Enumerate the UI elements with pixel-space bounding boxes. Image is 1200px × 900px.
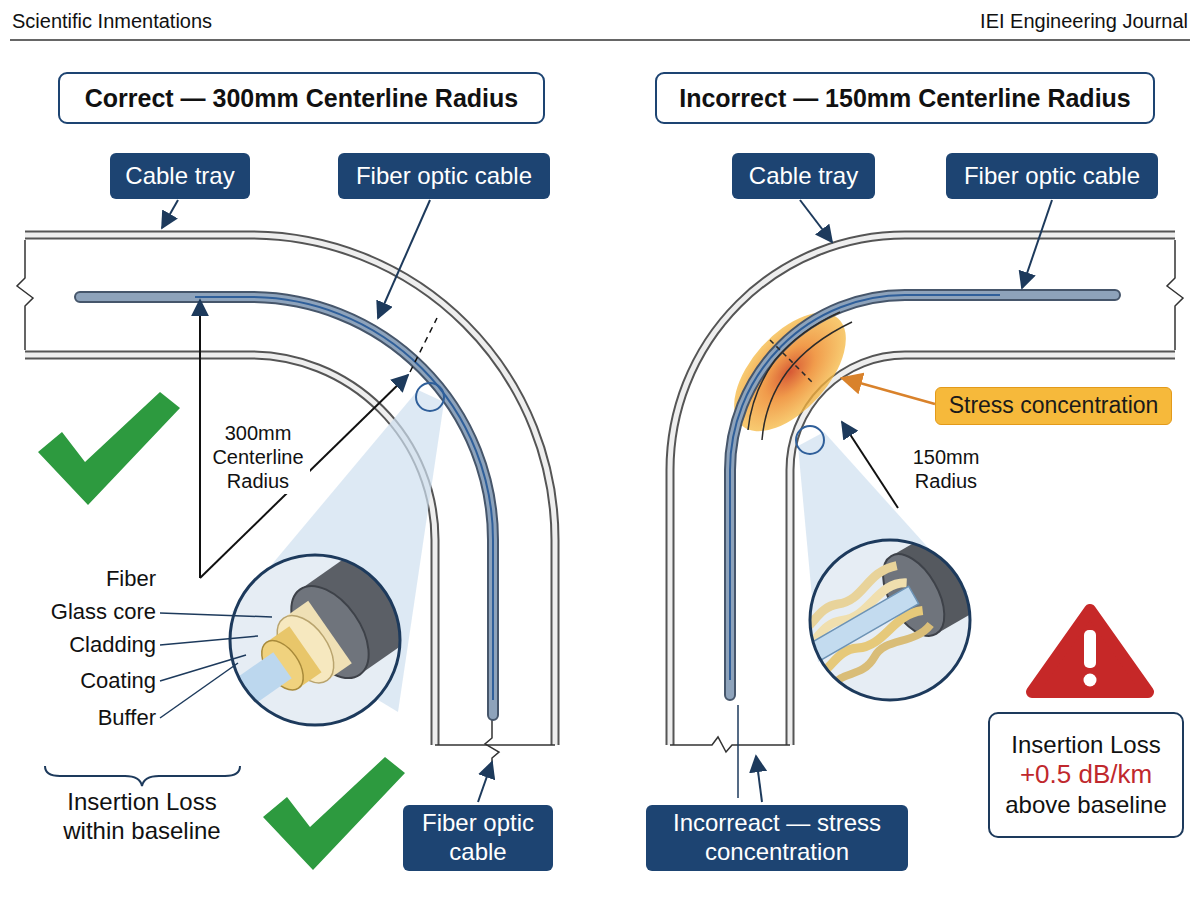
callout-box: Cable tray: [110, 153, 250, 199]
annotation-label: Fiber: [30, 566, 156, 592]
warning-tag: Stress concentration: [935, 387, 1172, 425]
node-text: above baseline: [1005, 791, 1166, 820]
node-text: Insertion Loss: [1011, 731, 1160, 760]
header-text: IEI Engineering Journal: [868, 9, 1188, 33]
annotation-label: Buffer: [30, 705, 156, 731]
check-mark: [38, 392, 180, 505]
header-rule: [10, 39, 1190, 41]
node-text: Incorrect — 150mm Centerline Radius: [679, 83, 1131, 113]
annotation-label: Glass core: [30, 599, 156, 625]
warning-symbol: [1032, 610, 1148, 692]
fiber-cable-right: [730, 295, 1115, 695]
callout-box: Cable tray: [732, 153, 875, 199]
node-text: Correct — 300mm Centerline Radius: [85, 83, 518, 113]
callout-box: Incorreact — stress concentration: [646, 805, 908, 871]
annotation-label: Coating: [30, 668, 156, 694]
annotation-label: Insertion Loss within baseline: [42, 788, 242, 846]
annotation-label: 150mm Radius: [902, 444, 990, 494]
cable-tray-right: [670, 235, 1183, 752]
title-box: Correct — 300mm Centerline Radius: [58, 72, 545, 124]
brace: [45, 766, 240, 786]
cable-tray-left: [17, 235, 555, 778]
layer-leaders: [160, 613, 272, 718]
magnifier-right: [756, 426, 1057, 712]
callout-box: Fiber optic cable: [403, 805, 553, 871]
callout-box: Fiber optic cable: [946, 153, 1158, 199]
node-text: Fiber optic cable: [356, 162, 532, 191]
magnifier-left: [203, 383, 475, 743]
node-text: Cable tray: [749, 162, 858, 191]
node-text: Cable tray: [125, 162, 234, 191]
check-mark: [263, 757, 405, 870]
annotation-label: Cladding: [30, 632, 156, 658]
leader-arrows: [162, 200, 492, 802]
callout-box: Fiber optic cable: [338, 153, 550, 199]
title-box: Incorrect — 150mm Centerline Radius: [655, 72, 1155, 124]
annotation-label: 300mm Centerline Radius: [206, 420, 310, 494]
node-text: Stress concentration: [949, 392, 1159, 420]
header-text: Scientific Inmentations: [12, 9, 332, 33]
node-text: Fiber optic cable: [415, 809, 541, 867]
node-text: Fiber optic cable: [964, 162, 1140, 191]
result-box: Insertion Loss+0.5 dB/kmabove baseline: [988, 712, 1184, 838]
node-text: +0.5 dB/km: [1020, 759, 1152, 790]
stress-arrow: [842, 378, 935, 404]
node-text: Incorreact — stress concentration: [658, 809, 896, 867]
